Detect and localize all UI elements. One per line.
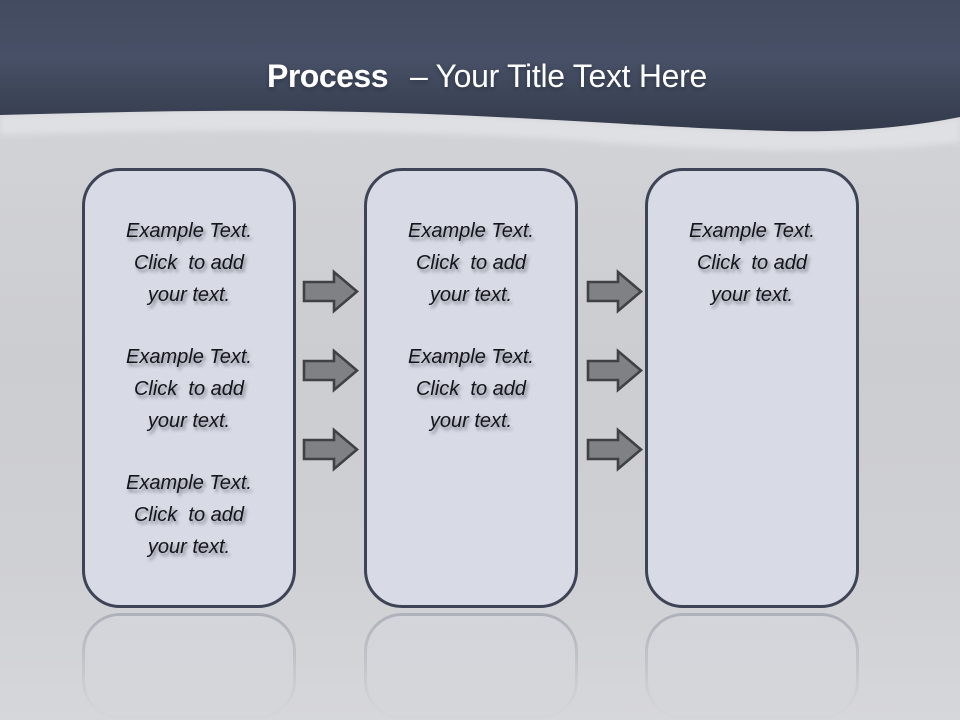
text-line: Click to add bbox=[415, 252, 527, 274]
right-arrow-icon bbox=[586, 348, 644, 393]
slide-title[interactable]: Process – Your Title Text Here bbox=[0, 53, 960, 99]
text-line: Click to add bbox=[696, 252, 808, 274]
text-line: Click to add bbox=[133, 378, 245, 400]
text-line: your text. bbox=[710, 284, 794, 306]
text-line: your text. bbox=[147, 536, 231, 558]
example-text-paragraph[interactable]: Example Text. Click to add your text. bbox=[85, 467, 293, 563]
right-arrow-icon bbox=[302, 269, 360, 314]
text-line: Example Text. bbox=[126, 346, 252, 368]
right-arrow-icon bbox=[302, 348, 360, 393]
text-line: Click to add bbox=[415, 378, 527, 400]
arrow-group-2 bbox=[586, 269, 644, 506]
process-box-1-reflection bbox=[82, 613, 296, 719]
example-text-paragraph[interactable]: Example Text. Click to add your text. bbox=[85, 341, 293, 437]
text-line: Example Text. bbox=[408, 346, 534, 368]
text-line: Example Text. bbox=[126, 220, 252, 242]
title-topic: Process bbox=[266, 58, 389, 94]
right-arrow-icon bbox=[586, 427, 644, 472]
arrow-group-1 bbox=[302, 269, 360, 506]
text-line: Example Text. bbox=[126, 472, 252, 494]
text-line: Example Text. bbox=[689, 220, 815, 242]
header-wave-band bbox=[0, 0, 960, 151]
right-arrow-icon bbox=[302, 427, 360, 472]
text-line: your text. bbox=[147, 284, 231, 306]
text-line: Click to add bbox=[133, 252, 245, 274]
process-box-2-reflection bbox=[364, 613, 578, 719]
process-box-3[interactable]: Example Text. Click to add your text. bbox=[645, 168, 859, 608]
text-line: your text. bbox=[429, 284, 513, 306]
text-line: your text. bbox=[429, 410, 513, 432]
text-line: your text. bbox=[147, 410, 231, 432]
example-text-paragraph[interactable]: Example Text. Click to add your text. bbox=[85, 215, 293, 311]
text-line: Example Text. bbox=[408, 220, 534, 242]
example-text-paragraph[interactable]: Example Text. Click to add your text. bbox=[648, 215, 856, 311]
process-box-3-reflection bbox=[645, 613, 859, 719]
text-line: Click to add bbox=[133, 504, 245, 526]
example-text-paragraph[interactable]: Example Text. Click to add your text. bbox=[367, 215, 575, 311]
title-subtitle: – Your Title Text Here bbox=[410, 58, 708, 94]
example-text-paragraph[interactable]: Example Text. Click to add your text. bbox=[367, 341, 575, 437]
header-dark-wave bbox=[0, 0, 960, 132]
process-box-3-text: Example Text. Click to add your text. bbox=[648, 171, 856, 311]
header-highlight-band bbox=[0, 110, 960, 151]
right-arrow-icon bbox=[586, 269, 644, 314]
